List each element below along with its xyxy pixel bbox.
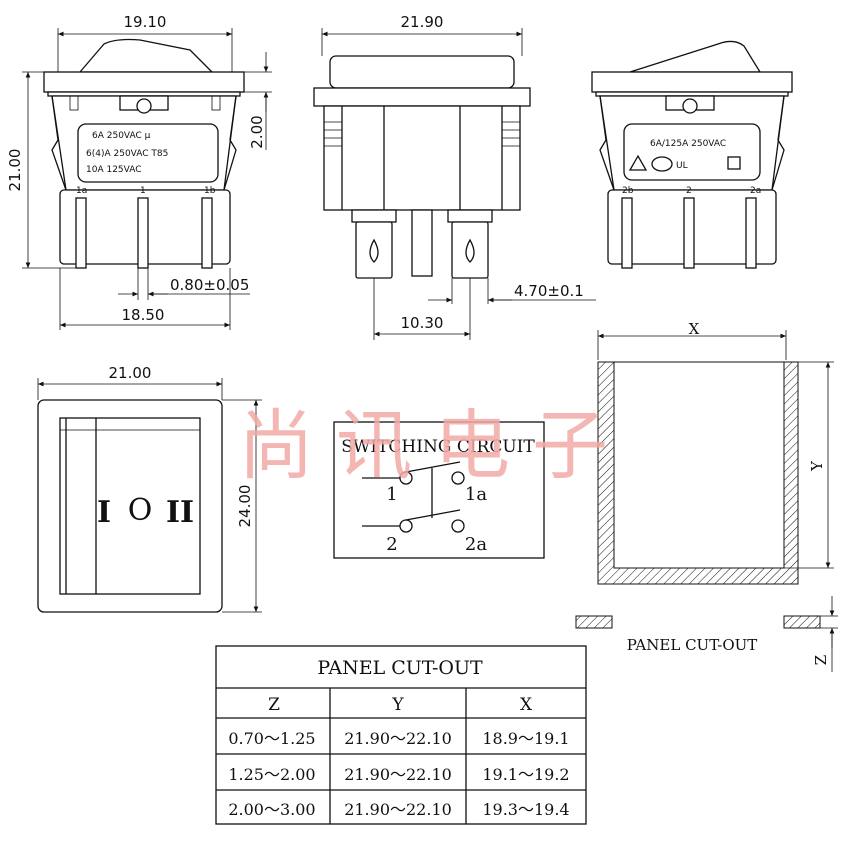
terminal-2a: 2a bbox=[465, 534, 487, 555]
switching-circuit: SWITCHING CIRCUIT 1 1a 2 2a bbox=[333, 421, 545, 559]
panel-cutout-table: PANEL CUT-OUT Z Y X 0.70～1.25 21.90～22.1… bbox=[215, 645, 587, 825]
dim-terminal-pitch: 10.30 bbox=[401, 314, 444, 332]
dim-pin-span: 18.50 bbox=[122, 306, 165, 324]
dim-top-width: 21.00 bbox=[109, 364, 152, 382]
back-pin-2a: 2a bbox=[750, 186, 761, 196]
front-view: 19.10 6A 250VAC μ 6(4)A 250VAC T85 10A 1… bbox=[6, 13, 272, 330]
back-view: 6A/125A 250VAC UL 2b 2 2a bbox=[591, 40, 793, 269]
cutout-caption: PANEL CUT-OUT bbox=[627, 636, 758, 654]
front-label-line1: 6A 250VAC μ bbox=[92, 131, 151, 141]
dim-cutout-y: Y bbox=[808, 460, 826, 472]
front-pin-1a: 1a bbox=[76, 186, 87, 196]
table-cell: 19.3～19.4 bbox=[482, 800, 569, 819]
dim-terminal-width: 4.70±0.1 bbox=[514, 282, 584, 300]
dim-step-height: 2.00 bbox=[248, 115, 266, 148]
certification-marks: UL bbox=[628, 154, 741, 172]
dim-cutout-z: Z bbox=[812, 655, 830, 665]
table-cell: 0.70～1.25 bbox=[228, 729, 315, 748]
front-label-line2: 6(4)A 250VAC T85 bbox=[86, 149, 168, 159]
back-pin-2b: 2b bbox=[622, 186, 634, 196]
svg-text:UL: UL bbox=[676, 161, 688, 171]
symbol-O: O bbox=[128, 493, 153, 528]
front-pin-1b: 1b bbox=[204, 186, 216, 196]
dim-side-width: 21.90 bbox=[401, 13, 444, 31]
back-pin-2: 2 bbox=[686, 186, 692, 196]
dim-pin-width: 0.80±0.05 bbox=[170, 276, 249, 294]
dim-front-width: 19.10 bbox=[124, 13, 167, 31]
table-cell: 21.90～22.10 bbox=[344, 800, 452, 819]
symbol-I: I bbox=[97, 495, 111, 530]
dim-top-height: 24.00 bbox=[236, 485, 254, 528]
side-view: 21.90 4.70±0.1 10.30 bbox=[313, 13, 596, 340]
dim-front-height: 21.00 bbox=[6, 149, 24, 192]
panel-cutout-drawing: X Y PANEL CUT-OUT Z bbox=[575, 320, 838, 672]
table-cell: 1.25～2.00 bbox=[228, 765, 315, 784]
terminal-1: 1 bbox=[386, 484, 397, 505]
top-view: 21.00 I O II 24.00 bbox=[37, 364, 262, 613]
table-cell: 18.9～19.1 bbox=[482, 729, 569, 748]
terminal-1a: 1a bbox=[465, 484, 487, 505]
table-cell: 19.1～19.2 bbox=[482, 765, 569, 784]
table-cell: 21.90～22.10 bbox=[344, 765, 452, 784]
dim-cutout-x: X bbox=[689, 320, 700, 338]
front-label-line3: 10A 125VAC bbox=[86, 165, 142, 175]
front-pin-1: 1 bbox=[140, 186, 146, 196]
circuit-title: SWITCHING CIRCUIT bbox=[341, 437, 535, 457]
symbol-II: II bbox=[166, 495, 194, 530]
table-header-y: Y bbox=[391, 695, 404, 715]
terminal-2: 2 bbox=[386, 534, 397, 555]
table-header-x: X bbox=[520, 695, 533, 715]
table-title: PANEL CUT-OUT bbox=[317, 657, 483, 679]
table-cell: 2.00～3.00 bbox=[228, 800, 315, 819]
watermark: 尚讯电子 bbox=[238, 401, 630, 490]
table-header-z: Z bbox=[268, 695, 280, 715]
back-label-line1: 6A/125A 250VAC bbox=[650, 139, 726, 149]
table-cell: 21.90～22.10 bbox=[344, 729, 452, 748]
